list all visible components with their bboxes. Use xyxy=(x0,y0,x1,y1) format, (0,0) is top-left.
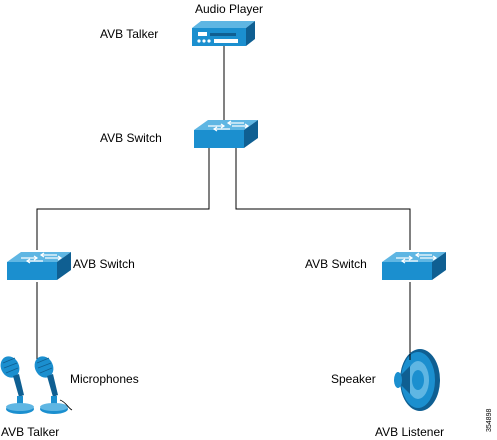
audio-player-icon xyxy=(192,21,255,46)
avb-talker-top-label: AVB Talker xyxy=(100,27,159,41)
avb-listener-label: AVB Listener xyxy=(375,425,445,439)
switch-icon xyxy=(382,252,446,280)
speaker-icon xyxy=(394,349,440,411)
switch-icon xyxy=(7,252,71,280)
avb-switch-top-label: AVB Switch xyxy=(100,131,162,145)
audio-player-label: Audio Player xyxy=(195,2,264,16)
microphone-icon xyxy=(0,356,34,414)
avb-switch-left-label: AVB Switch xyxy=(73,257,135,271)
avb-switch-right-label: AVB Switch xyxy=(305,257,367,271)
microphone-icon xyxy=(34,356,73,414)
figure-id: 354898 xyxy=(486,408,493,432)
connection-lines xyxy=(36,44,411,360)
microphones-label: Microphones xyxy=(70,372,139,386)
avb-talker-bottom-label: AVB Talker xyxy=(1,425,60,439)
speaker-label: Speaker xyxy=(331,372,376,386)
link-switch-to-right-switch xyxy=(235,148,411,250)
link-switch-to-left-switch xyxy=(36,148,210,250)
switch-icon xyxy=(194,120,258,148)
